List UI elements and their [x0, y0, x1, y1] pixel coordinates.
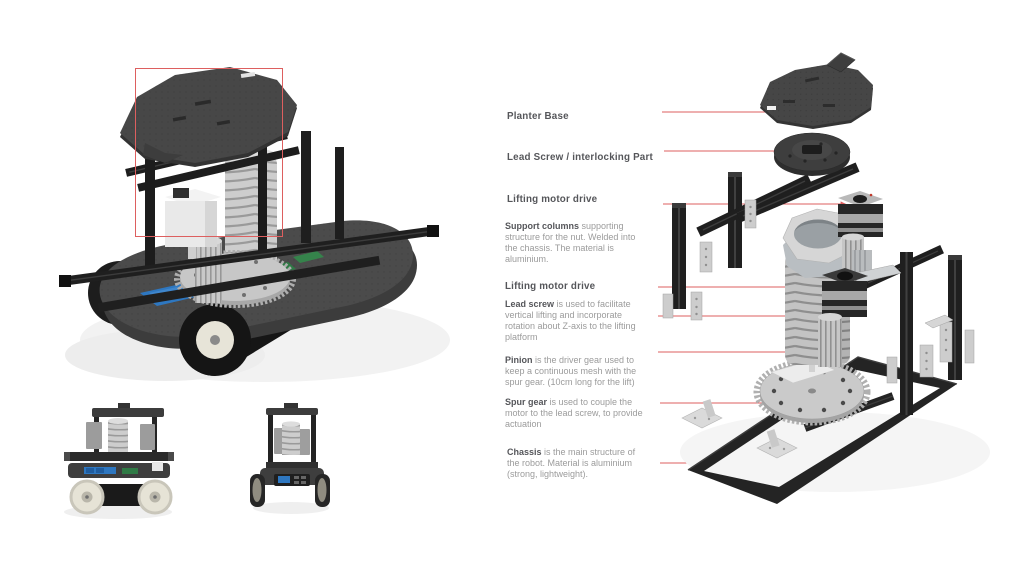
interlocking-disc: [773, 132, 851, 176]
front-center-wheel: [179, 304, 251, 376]
planter-base-plate: [760, 64, 873, 129]
label-lead-screw-interlocking: Lead Screw / interlocking Part: [507, 152, 653, 163]
plate-holes-left: [695, 205, 752, 316]
side-chassis: [68, 462, 170, 478]
robot-front-view-illustration: [250, 403, 330, 514]
lifting-motor-top: [838, 191, 883, 237]
corner-bracket-center: [756, 429, 798, 459]
planter-base-plate-main: [120, 67, 297, 167]
side-frame-rail: [64, 452, 174, 461]
side-lift-tower: [86, 403, 164, 457]
lifting-motor-mid: [822, 250, 902, 317]
cover-plate: [826, 52, 856, 73]
label-spur-gear: Spur gear is used to couple the motor to…: [505, 397, 643, 429]
plate-holes-right: [925, 328, 948, 371]
front-cross-plate: [266, 462, 318, 468]
main-robot-render: [45, 5, 455, 410]
lift-mechanism-highlight-box: [135, 68, 283, 237]
label-lifting-motor-drive-1: Lifting motor drive: [507, 194, 598, 205]
robot-isometric-illustration: [59, 67, 450, 382]
label-pinion: Pinion is the driver gear used to keep a…: [505, 355, 637, 387]
robot-side-view-illustration: [64, 403, 174, 519]
support-columns-left: [672, 172, 742, 309]
mounting-plates-right: [919, 314, 975, 378]
front-chassis: [260, 468, 324, 486]
exploded-view-illustration: [662, 52, 990, 504]
exploded-view-render: [655, 20, 1024, 525]
front-wheels: [250, 474, 330, 507]
corner-bracket-left: [681, 399, 723, 429]
label-lead-screw: Lead screw is used to facilitate vertica…: [505, 299, 636, 342]
front-view-render: [240, 398, 340, 521]
label-lifting-motor-drive-2: Lifting motor drive: [505, 281, 596, 292]
label-planter-base: Planter Base: [507, 111, 647, 122]
label-support-columns: Support columns supporting structure for…: [505, 221, 636, 264]
side-wheels: [69, 479, 173, 515]
lifting-motor-main: [165, 188, 221, 259]
label-chassis: Chassis is the main structure of the rob…: [507, 447, 636, 479]
label-planter-base-text: Planter Base: [507, 111, 569, 122]
front-lift-tower: [266, 403, 318, 463]
pinion-shaft-mid: [818, 313, 842, 367]
support-columns-right: [862, 245, 962, 415]
side-view-render: [60, 396, 178, 526]
nut-housing: [782, 208, 857, 278]
